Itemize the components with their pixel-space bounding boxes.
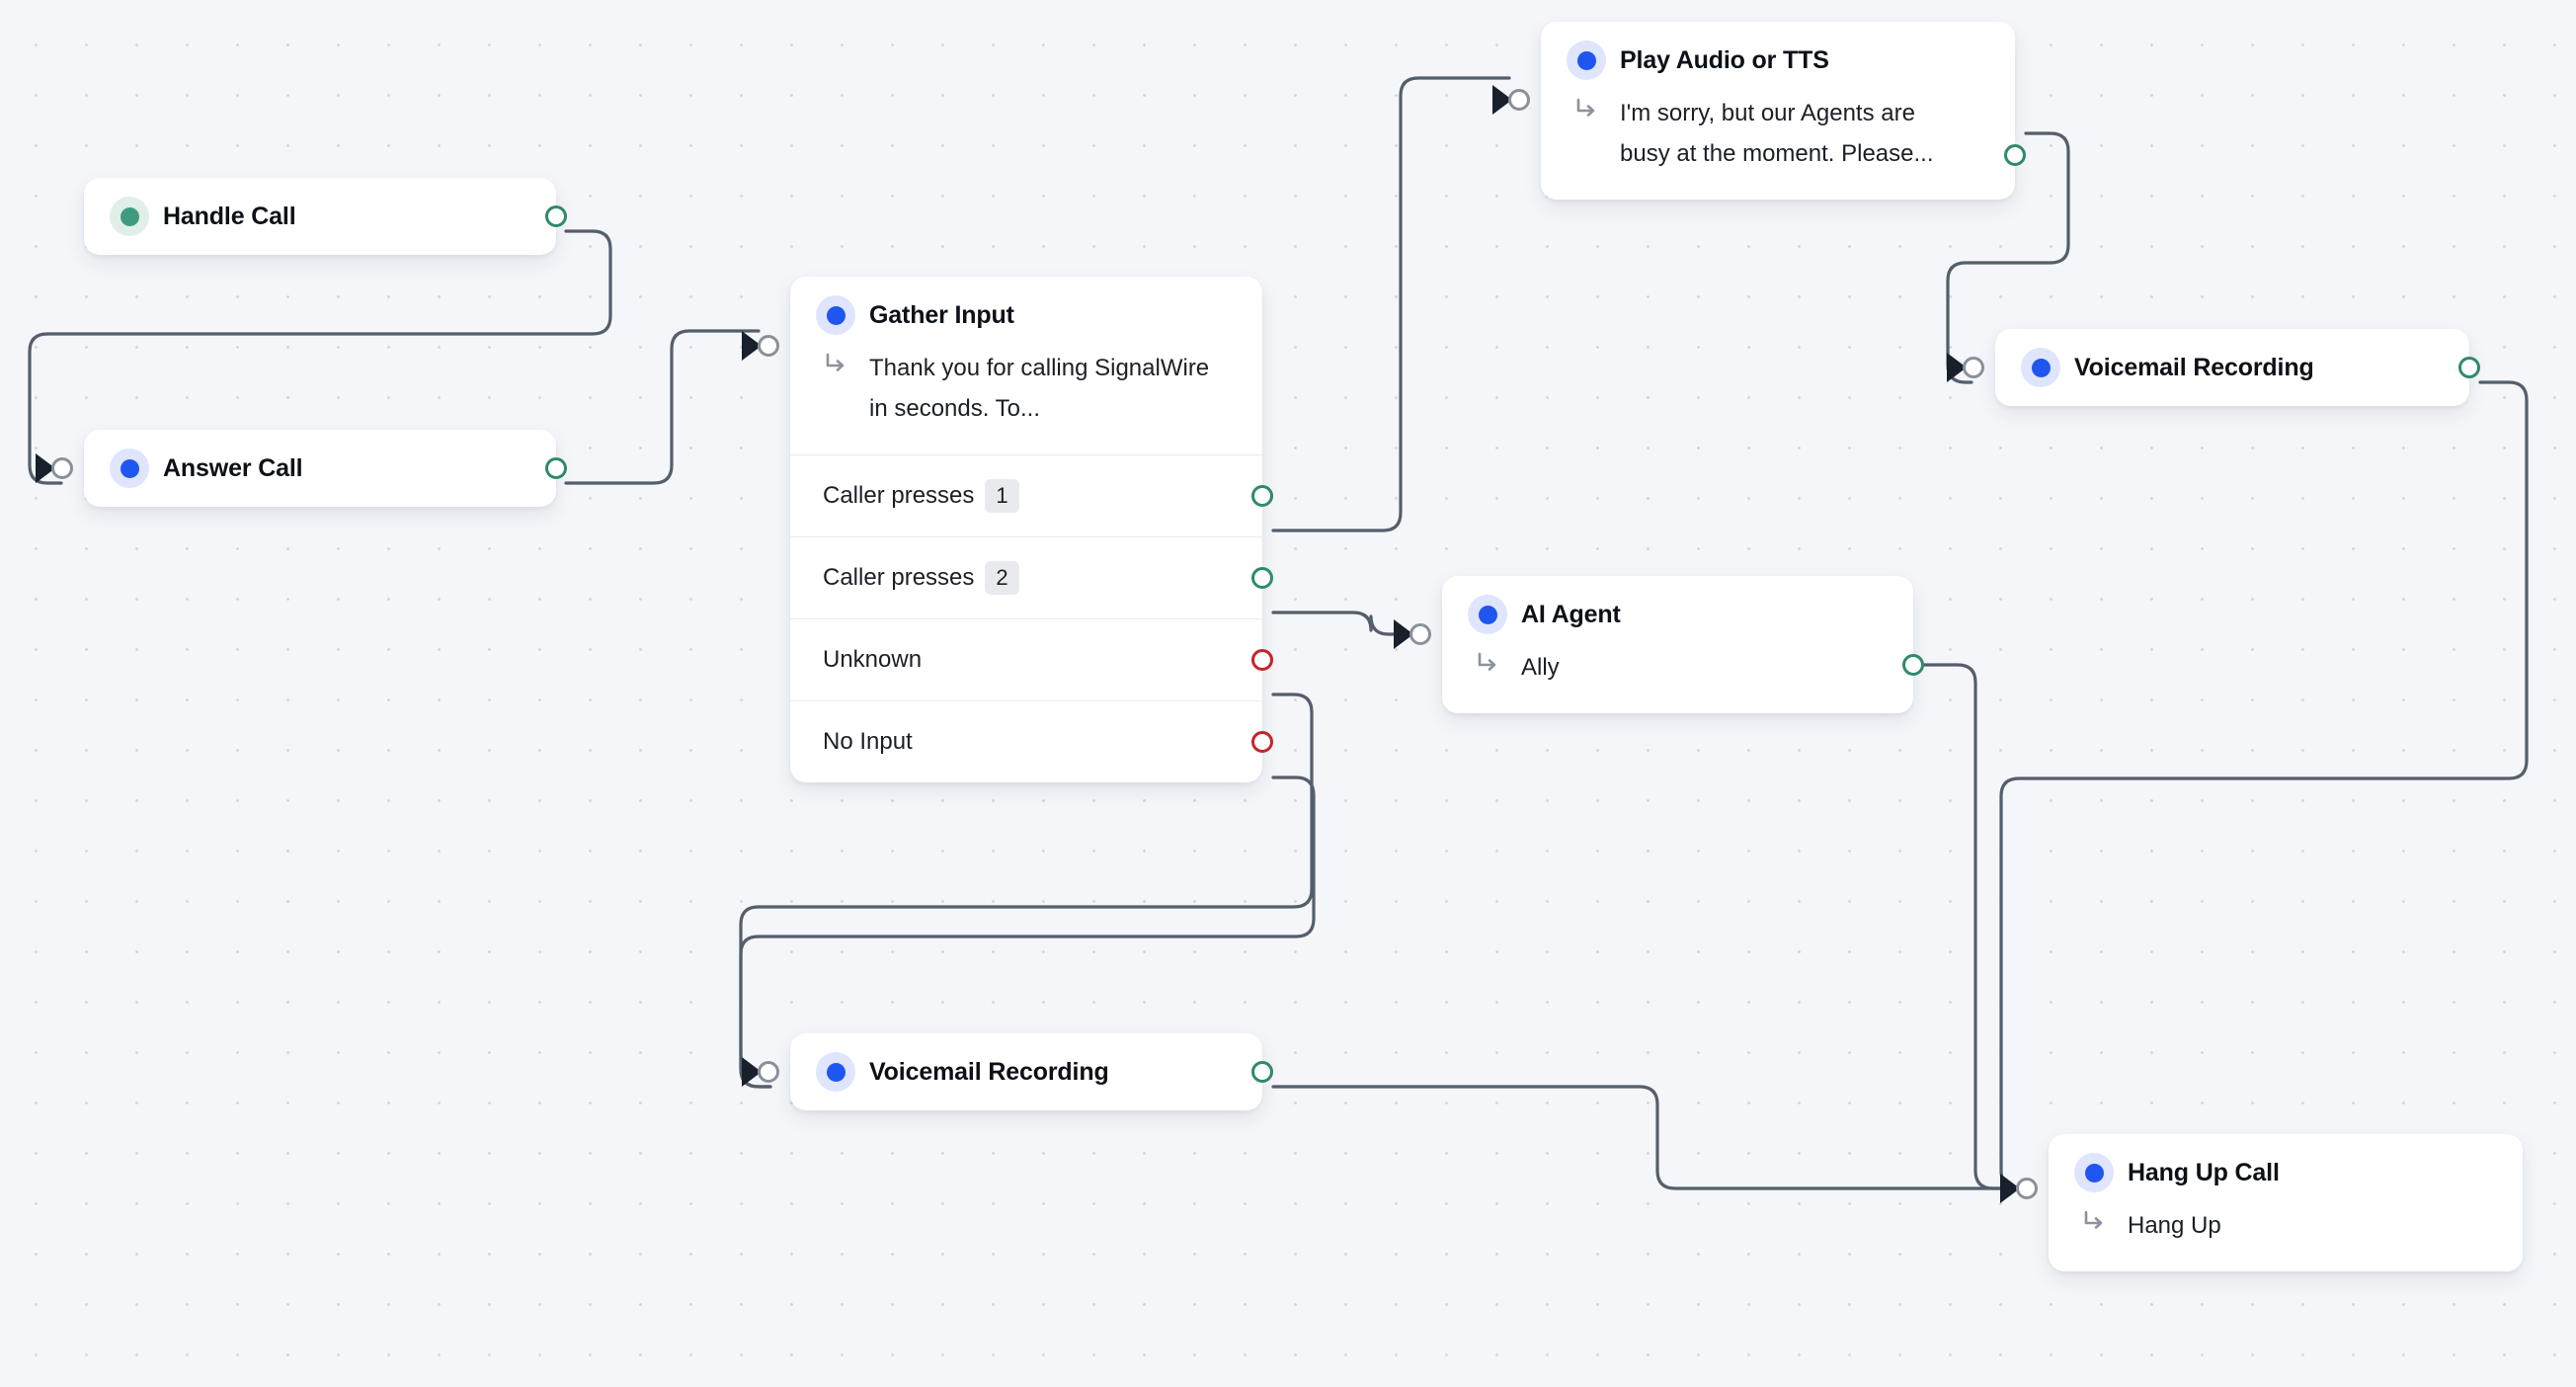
- edge-voicemail-right-to-hang-up: [1999, 380, 2529, 1190]
- node-header: Handle Call: [84, 178, 556, 255]
- option-label: Unknown: [823, 646, 923, 673]
- option-row[interactable]: No Input: [790, 700, 1273, 782]
- status-dot-icon: [816, 1052, 855, 1092]
- node-title: Voicemail Recording: [2074, 353, 2314, 381]
- node-voicemail-recording-right[interactable]: Voicemail Recording: [1947, 329, 2480, 406]
- output-handle[interactable]: [1251, 1061, 1273, 1083]
- node-hang-up-call[interactable]: Hang Up Call Hang Up: [2000, 1134, 2523, 1271]
- node-subtitle-row: Ally: [1442, 647, 1913, 713]
- node-subtitle: Thank you for calling SignalWire in seco…: [869, 355, 1210, 422]
- node-title: Play Audio or TTS: [1620, 45, 1829, 74]
- node-title: Hang Up Call: [2128, 1158, 2280, 1186]
- branch-arrow-icon: [816, 348, 855, 376]
- node-play-audio-or-tts[interactable]: Play Audio or TTS I'm sorry, but our Age…: [1492, 22, 2026, 200]
- output-handle[interactable]: [2004, 144, 2026, 166]
- node-title: Voicemail Recording: [869, 1057, 1109, 1086]
- option-label: No Input: [823, 728, 913, 755]
- node-subtitle: I'm sorry, but our Agents are busy at th…: [1620, 100, 1934, 167]
- status-dot-icon: [110, 449, 149, 488]
- node-subtitle-row: I'm sorry, but our Agents are busy at th…: [1541, 93, 2015, 200]
- option-row[interactable]: Caller presses 1: [790, 454, 1273, 536]
- node-subtitle-row: Hang Up: [2049, 1205, 2523, 1271]
- edge-voicemail-bottom-to-hang-up: [1271, 1085, 2029, 1190]
- input-handle[interactable]: [2016, 1178, 2038, 1199]
- option-label: Caller presses: [823, 482, 975, 509]
- status-dot-icon: [1468, 595, 1507, 634]
- edge-answer-call-to-gather-input: [564, 329, 761, 485]
- node-header: Play Audio or TTS: [1541, 22, 2015, 93]
- node-title: AI Agent: [1521, 600, 1621, 628]
- status-dot-icon: [2021, 348, 2060, 387]
- option-label: Caller presses: [823, 564, 975, 591]
- edge-caller-1-to-play-audio: [1271, 76, 1511, 532]
- status-dot-icon: [1567, 41, 1606, 80]
- output-handle[interactable]: [545, 205, 567, 227]
- option-row[interactable]: Unknown: [790, 618, 1273, 700]
- output-handle[interactable]: [545, 457, 567, 479]
- node-title: Answer Call: [163, 453, 303, 482]
- node-header: Gather Input: [790, 277, 1262, 348]
- status-dot-icon: [816, 295, 855, 335]
- option-output-handle[interactable]: [1251, 731, 1273, 753]
- option-key-badge: 1: [985, 479, 1019, 513]
- option-key-badge: 2: [985, 561, 1019, 595]
- input-handle[interactable]: [758, 1061, 779, 1083]
- edge-caller-2-to-ai-agent: [1271, 611, 1412, 636]
- node-header: Hang Up Call: [2049, 1134, 2523, 1205]
- node-subtitle: Ally: [1521, 654, 1560, 681]
- node-header: Voicemail Recording: [1995, 329, 2469, 406]
- node-voicemail-recording-bottom[interactable]: Voicemail Recording: [742, 1033, 1273, 1110]
- input-handle[interactable]: [1508, 89, 1530, 111]
- node-gather-input[interactable]: Gather Input Thank you for calling Signa…: [742, 277, 1273, 782]
- option-row[interactable]: Caller presses 2: [790, 536, 1273, 618]
- option-output-handle[interactable]: [1251, 649, 1273, 671]
- status-dot-icon: [110, 197, 149, 236]
- node-subtitle-row: Thank you for calling SignalWire in seco…: [790, 348, 1262, 454]
- node-title: Handle Call: [163, 202, 296, 230]
- input-handle[interactable]: [758, 335, 779, 357]
- node-ai-agent[interactable]: AI Agent Ally: [1394, 576, 1924, 713]
- branch-arrow-icon: [1468, 647, 1507, 676]
- node-handle-call[interactable]: Handle Call: [84, 178, 567, 255]
- output-handle[interactable]: [2458, 357, 2480, 378]
- node-header: Answer Call: [84, 430, 556, 507]
- branch-arrow-icon: [1567, 93, 1606, 122]
- status-dot-icon: [2074, 1153, 2114, 1192]
- node-title: Gather Input: [869, 300, 1014, 329]
- node-header: Voicemail Recording: [790, 1033, 1262, 1110]
- node-subtitle: Hang Up: [2128, 1212, 2221, 1239]
- input-handle[interactable]: [1963, 357, 1984, 378]
- option-output-handle[interactable]: [1251, 485, 1273, 507]
- edge-ai-agent-to-hang-up: [1922, 663, 2029, 1190]
- node-header: AI Agent: [1442, 576, 1913, 647]
- input-handle[interactable]: [51, 457, 73, 479]
- branch-arrow-icon: [2074, 1205, 2114, 1234]
- input-handle[interactable]: [1409, 623, 1431, 645]
- output-handle[interactable]: [1902, 654, 1924, 676]
- option-output-handle[interactable]: [1251, 567, 1273, 589]
- node-answer-call[interactable]: Answer Call: [36, 430, 567, 507]
